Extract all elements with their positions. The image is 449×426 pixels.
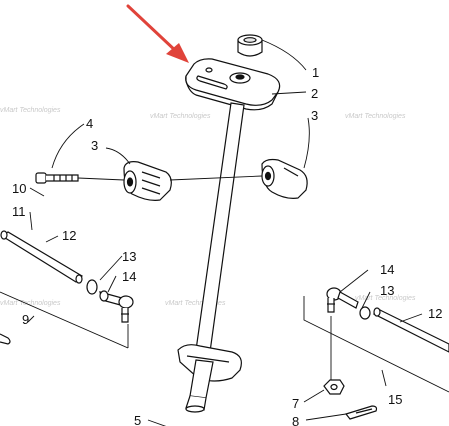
callout-7: 7 [292,396,299,411]
callout-3-right: 3 [311,108,318,123]
tie-rod-left [0,230,83,284]
leader-10 [29,187,45,197]
callout-13-left: 13 [122,249,136,264]
callout-12-right: 12 [428,306,442,321]
leader-3b [303,117,310,169]
cotter-pin-left [0,333,11,345]
tie-rod-end-right [326,287,371,320]
castle-nut [323,379,345,395]
callout-11: 11 [12,204,26,219]
callout-2: 2 [311,86,318,101]
callout-3-left: 3 [91,138,98,153]
red-pointer-arrow [126,4,189,63]
callout-4: 4 [86,116,93,131]
leader-12b [399,313,423,323]
leader-14a [107,275,117,293]
watermark-2: vMart Technologies [345,113,406,120]
watermark-1: vMart Technologies [150,113,211,120]
axis-right [303,296,449,393]
watermark-4: vMart Technologies [165,300,226,307]
callout-8: 8 [292,414,299,426]
steering-post-shaft [177,102,245,413]
clamp-bolt [35,172,79,184]
leader-11 [29,211,33,231]
leader-5 [147,419,167,426]
watermark-6: vMart Technologies [355,295,416,302]
callout-9: 9 [22,312,29,327]
leader-8 [305,413,347,421]
leader-14b [339,269,369,293]
axis-clamp [169,175,263,181]
callout-5: 5 [134,413,141,426]
leader-15 [381,369,387,387]
shaft-clamp-right [261,158,308,199]
axis-bolt [77,177,125,181]
shaft-clamp-left [123,161,172,201]
leader-1 [261,39,307,71]
callout-14-left: 14 [122,269,136,284]
watermark-3: vMart Technologies [0,107,61,114]
cotter-pin-right [344,405,378,420]
leader-3a [105,147,131,165]
callout-15: 15 [388,392,402,407]
callout-14-right: 14 [380,262,394,277]
watermarks: vMart Technologies vMart Technologies vM… [0,107,416,307]
leader-lines [0,39,449,426]
axis-left [0,291,129,349]
callout-13-right: 13 [380,283,394,298]
leader-9 [27,315,35,323]
leader-12a [45,235,59,243]
watermark-5: vMart Technologies [0,300,61,307]
callout-10: 10 [12,181,26,196]
leader-13b [361,291,371,309]
steering-post-plate [185,58,281,111]
leader-13a [99,255,123,281]
leader-2 [271,91,307,95]
leader-7 [303,389,325,403]
callout-labels: 1 2 3 4 3 10 11 12 13 14 9 14 13 12 15 7… [12,65,442,426]
bushing-part [237,34,263,57]
callout-1: 1 [312,65,319,80]
tie-rod-end-left [86,279,134,323]
callout-12-left: 12 [62,228,76,243]
leader-4 [51,123,85,169]
tie-rod-right [372,307,449,353]
